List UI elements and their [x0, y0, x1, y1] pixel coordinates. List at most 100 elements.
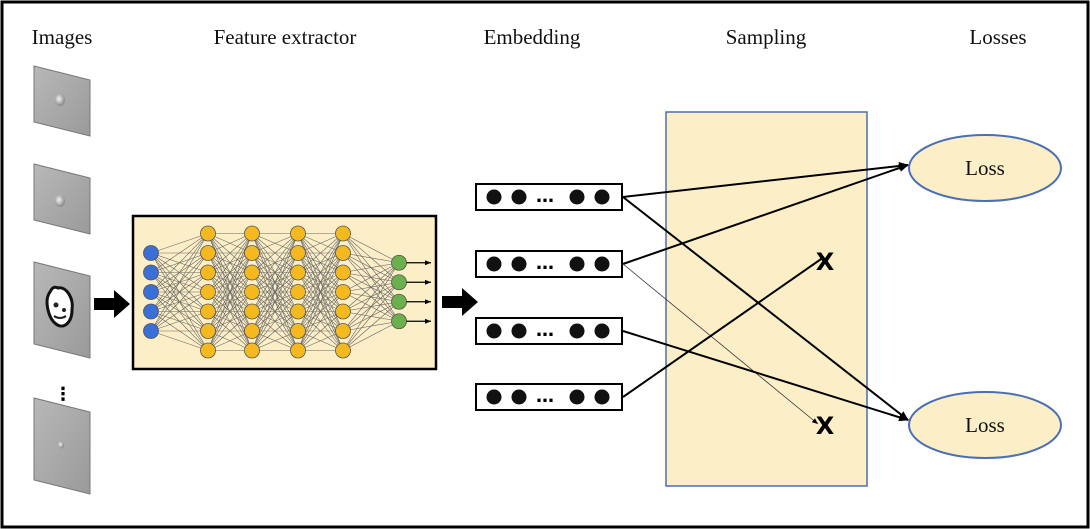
network-edge	[207, 233, 253, 273]
network-edge	[297, 233, 344, 332]
network-edge	[297, 291, 344, 351]
network-edge	[207, 252, 253, 351]
network-edge	[251, 252, 299, 351]
image-tile-1	[33, 65, 91, 137]
network-node	[200, 342, 216, 359]
network-edge	[150, 233, 209, 312]
network-node	[290, 323, 306, 339]
network-node	[335, 342, 351, 359]
network-edge	[297, 272, 344, 351]
network-node	[335, 284, 351, 300]
network-edge	[207, 291, 253, 351]
network-node	[244, 225, 260, 242]
network-edge	[342, 262, 400, 312]
embedding-ellipsis-2: …	[536, 253, 554, 274]
network-edge	[342, 252, 400, 264]
arrow-e1-to-loss-top	[622, 162, 909, 198]
rejected-mark-top: X	[816, 248, 835, 276]
image-tile-2	[33, 163, 91, 235]
network-edge	[207, 233, 253, 254]
network-node	[200, 225, 216, 242]
network-node	[200, 264, 216, 281]
network-node	[143, 284, 159, 300]
arrow-e1-to-loss-bottom	[622, 196, 909, 421]
network-edge	[342, 262, 400, 293]
loss-node-bottom	[908, 391, 1062, 459]
embedding-ellipsis-4: …	[536, 386, 554, 407]
network-edge	[297, 233, 344, 312]
network-node	[290, 303, 306, 320]
network-edge	[251, 330, 299, 351]
network-edge	[297, 330, 344, 351]
network-node	[244, 284, 260, 300]
network-edge	[150, 330, 209, 351]
network-edge	[342, 262, 400, 273]
input-arrow	[94, 290, 130, 318]
network-edge	[297, 233, 344, 273]
network-node	[335, 323, 351, 339]
embedding-arrow	[442, 288, 478, 316]
network-edge	[207, 233, 253, 332]
network-edge	[251, 233, 299, 273]
embedding-vector-4: …	[475, 383, 623, 411]
network-output-arrows	[406, 260, 431, 324]
arrow-e4-to-rejected-top	[622, 256, 825, 398]
network-node	[335, 264, 351, 281]
arrow-e3-to-loss-bottom	[622, 330, 909, 422]
network-node	[290, 284, 306, 300]
network-node	[244, 342, 260, 359]
network-edge	[251, 233, 299, 293]
network-node	[290, 342, 306, 359]
network-node	[143, 264, 159, 281]
network-node	[200, 245, 216, 261]
network-edge	[150, 291, 209, 332]
arrow-e2-to-rejected-bottom	[622, 263, 819, 425]
embedding-vector-1: …	[475, 183, 623, 211]
loss-label-bottom: Loss	[965, 413, 1005, 437]
network-edge	[342, 262, 400, 351]
images-ellipsis: ⋮	[54, 384, 72, 405]
network-edge	[342, 320, 400, 351]
network-edge	[342, 262, 400, 332]
header-sampling: Sampling	[726, 25, 807, 49]
network-node	[391, 274, 407, 291]
network-node	[200, 303, 216, 320]
network-node	[290, 225, 306, 242]
network-edge	[207, 272, 253, 351]
embedding-ellipsis-1: …	[536, 186, 554, 207]
embedding-ellipsis-3: …	[536, 320, 554, 341]
network-edge	[150, 272, 209, 332]
network-node	[143, 245, 159, 261]
network-edge	[342, 233, 400, 264]
network-edge	[297, 233, 344, 254]
network-node	[200, 323, 216, 339]
network-node	[391, 313, 407, 330]
image-tile-4	[33, 397, 91, 495]
loss-label-top: Loss	[965, 156, 1005, 180]
network-edge	[342, 301, 400, 351]
image-tile-3	[33, 261, 91, 359]
arrow-e2-to-loss-top	[622, 164, 909, 265]
sampling-region	[665, 111, 868, 487]
network-nodes	[143, 225, 407, 359]
loss-node-top	[908, 134, 1062, 202]
network-edge	[207, 311, 253, 351]
rejected-mark-bottom: X	[816, 412, 835, 440]
network-edge	[297, 233, 344, 293]
network-node	[335, 225, 351, 242]
network-edge	[207, 233, 253, 312]
network-node	[335, 245, 351, 261]
embedding-vectors: … … … …	[475, 183, 623, 411]
network-edge	[150, 233, 209, 293]
feature-extractor-panel	[131, 214, 438, 371]
network-edge	[251, 311, 299, 351]
network-edge	[150, 233, 209, 332]
network-node	[143, 323, 159, 339]
network-edge	[150, 311, 209, 332]
network-edge	[207, 330, 253, 351]
network-edge	[251, 233, 299, 332]
network-node	[290, 264, 306, 281]
network-node	[290, 245, 306, 261]
network-node	[391, 293, 407, 310]
network-node	[143, 303, 159, 320]
